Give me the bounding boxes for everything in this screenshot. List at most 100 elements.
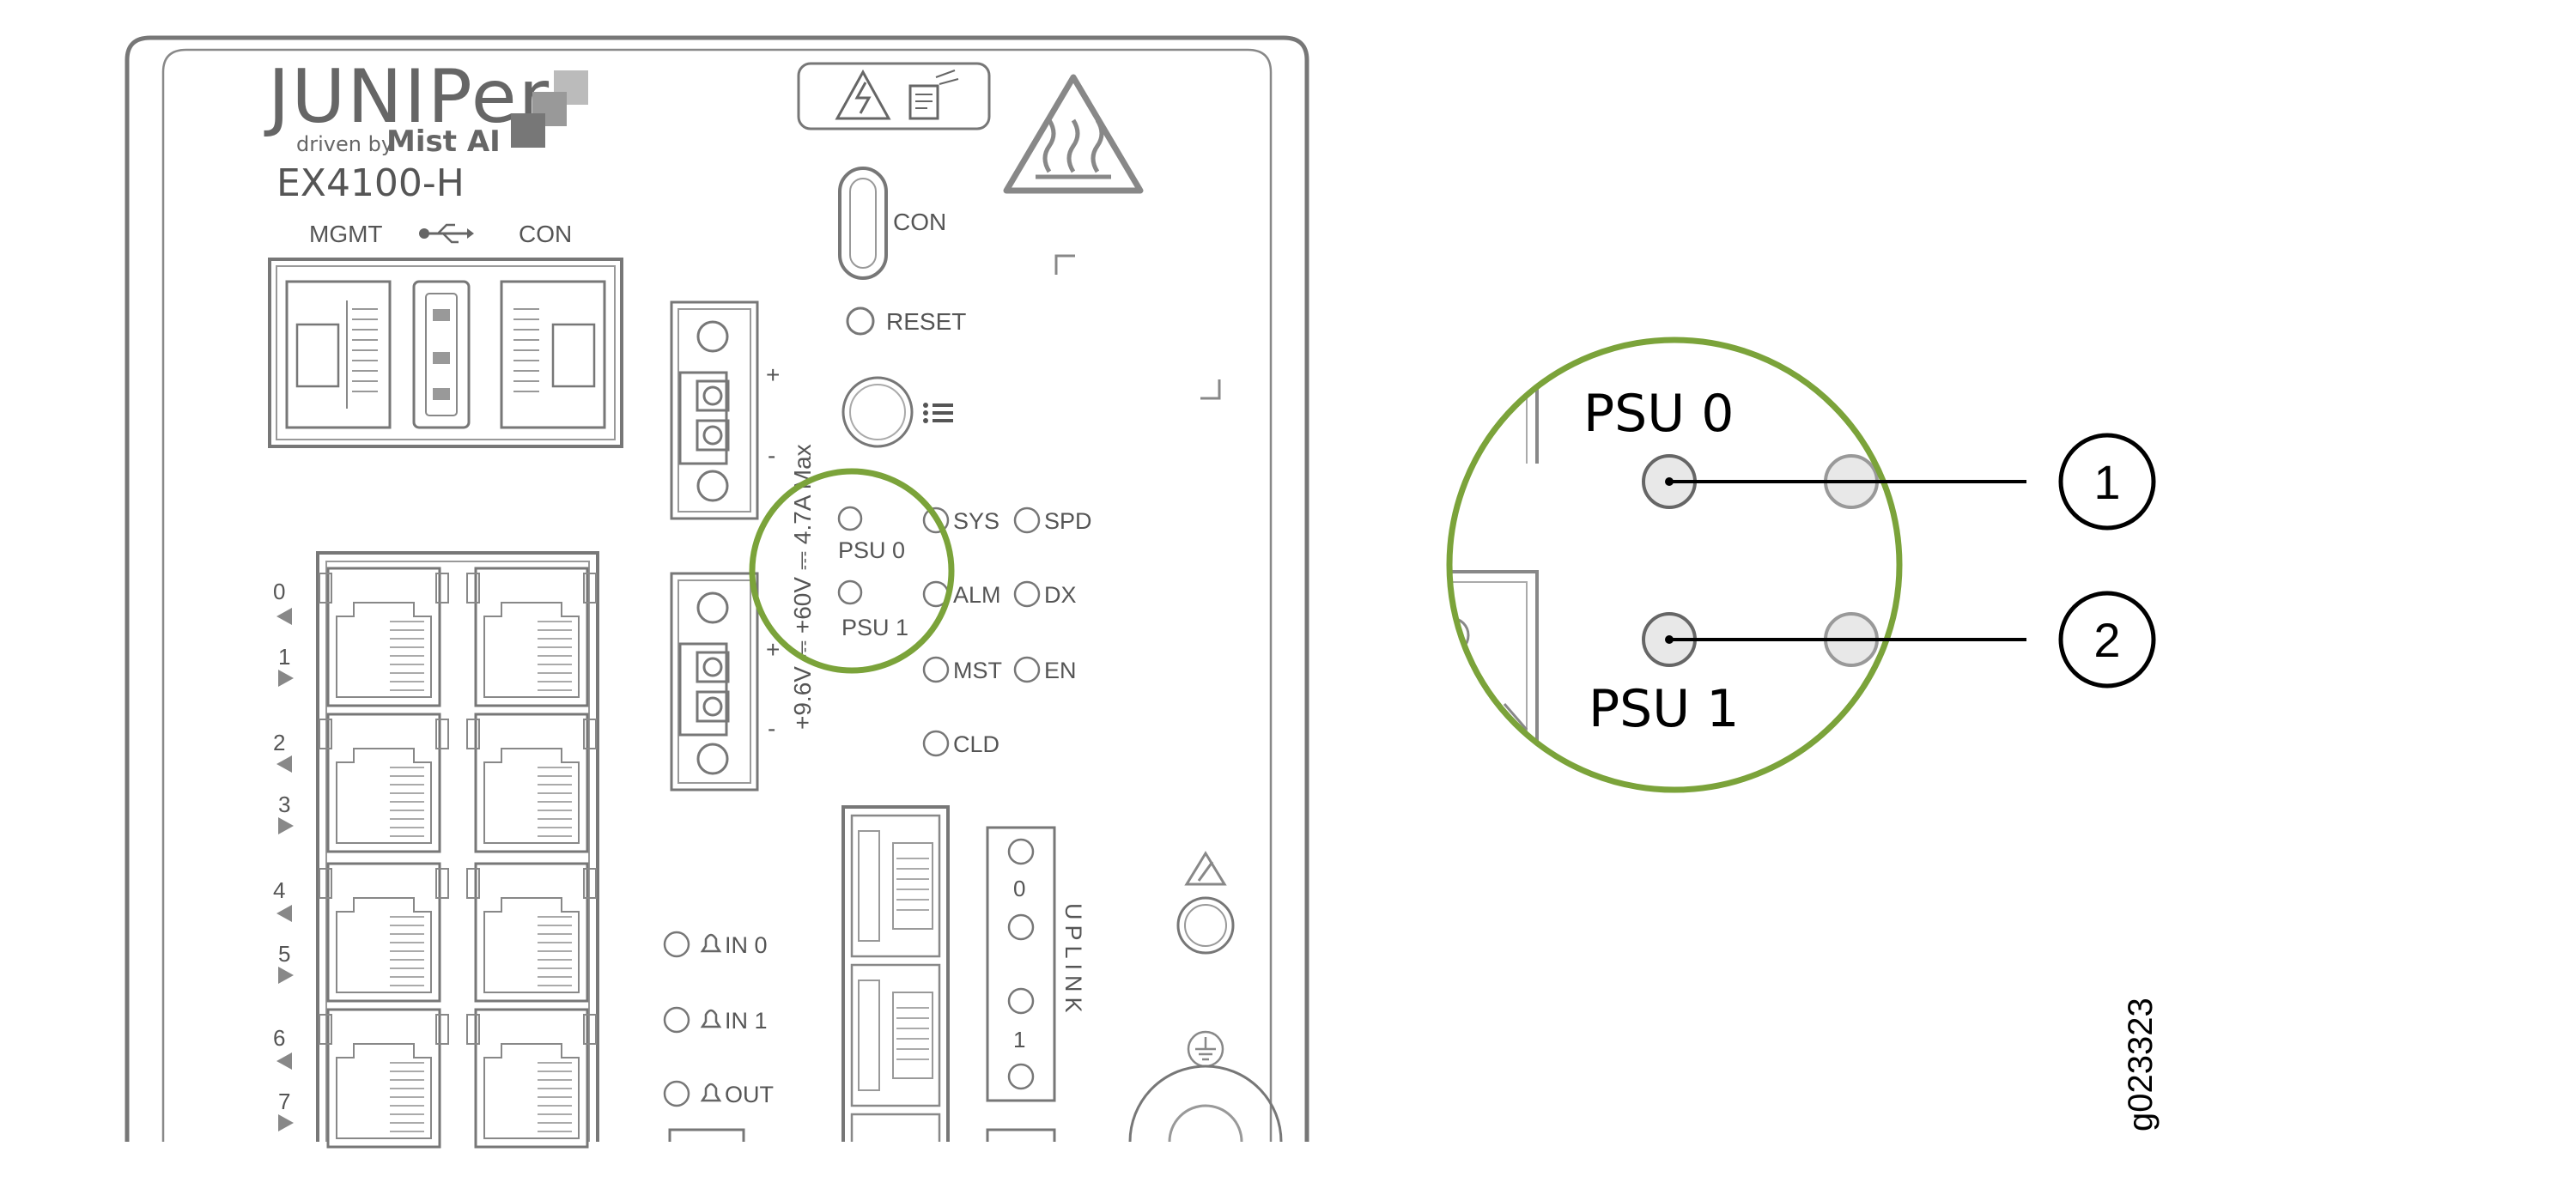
zoom-psu-0-label: PSU 0: [1583, 384, 1734, 444]
device-front-panel: JUNIPer driven by Mist AI EX4100-H MGM: [125, 35, 1309, 1149]
rj45-port[interactable]: [466, 1008, 597, 1149]
esd-jack[interactable]: [1176, 896, 1235, 955]
uplink-led: [1007, 987, 1035, 1015]
uplink-led: [1007, 1063, 1035, 1090]
arrow-left-icon: [276, 608, 292, 625]
figure-id: g023323: [2122, 998, 2160, 1131]
con-port-label: CON: [519, 221, 572, 247]
rj45-port[interactable]: [319, 862, 449, 1003]
corner-mark-top: [1054, 254, 1075, 275]
psu-1-led: [837, 579, 863, 605]
zoom-psu-1-label: PSU 1: [1589, 679, 1739, 739]
power-1-plus: +: [766, 636, 780, 663]
alarm-out-label: OUT: [725, 1082, 774, 1107]
usb-port[interactable]: [412, 280, 471, 429]
rj45-port[interactable]: [319, 567, 449, 707]
callout-number-circle-2: [2058, 591, 2156, 688]
reset-button[interactable]: [846, 306, 875, 336]
alarm-in1-label: IN 1: [725, 1008, 768, 1034]
zoom-circle: [1446, 337, 1903, 793]
spd-label: SPD: [1044, 508, 1092, 534]
mode-button[interactable]: [841, 376, 914, 448]
alm-label: ALM: [953, 582, 1001, 608]
model-name: EX4100-H: [276, 161, 465, 205]
uplink-led: [1007, 913, 1035, 941]
chassis-inner: [161, 48, 1273, 1142]
sys-label: SYS: [953, 508, 999, 534]
esd-icon: [1184, 851, 1227, 886]
dx-led: [1013, 580, 1041, 608]
rj45-port[interactable]: [466, 567, 597, 707]
access-ports-block: [316, 551, 599, 1142]
arrow-right-icon: [278, 967, 294, 984]
uplink-bottom-stub: [986, 1128, 1056, 1142]
port-number: 1: [278, 644, 290, 670]
usb-icon: [419, 223, 474, 244]
usb-c-console-port[interactable]: [838, 167, 888, 280]
power-0-minus: -: [768, 442, 775, 469]
chassis-outline: [125, 35, 1309, 1142]
uplink-number: 1: [1013, 1027, 1025, 1052]
alarm-in0-led: [663, 931, 690, 958]
bell-icon: [700, 1009, 722, 1028]
port-number-labels: 0 1 2 3 4 5 6 7: [273, 579, 294, 1131]
console-label: CON: [893, 209, 946, 235]
en-led: [1013, 656, 1041, 683]
brand-subtext: driven by: [296, 132, 393, 156]
uplink-number: 0: [1013, 876, 1025, 901]
power-connector-1: [670, 572, 759, 792]
ground-lug: [1128, 1065, 1283, 1143]
zoom-callout: PSU 0 PSU 1 1 2: [1446, 337, 2156, 793]
port-number: 0: [273, 579, 285, 604]
arrow-left-icon: [276, 1052, 292, 1070]
callout-number-circle-1: [2058, 433, 2156, 531]
bell-icon: [700, 933, 722, 953]
leader-dot: [1665, 477, 1674, 486]
rj45-port[interactable]: [466, 713, 597, 853]
psu-1-label: PSU 1: [841, 615, 908, 640]
mgmt-port[interactable]: [285, 280, 392, 429]
access-ports[interactable]: [319, 567, 597, 1149]
arrow-right-icon: [278, 817, 294, 834]
port-number: 5: [278, 941, 290, 967]
alarm-in0-label: IN 0: [725, 932, 768, 958]
rj45-port[interactable]: [319, 713, 449, 853]
mgmt-label: MGMT: [309, 221, 383, 247]
port-number: 4: [273, 877, 285, 903]
uplink-leds: 0 1: [986, 826, 1056, 1102]
power-1-minus: -: [768, 715, 775, 742]
brand-ai-text: Mist AI: [386, 124, 501, 159]
con-port[interactable]: [500, 280, 606, 429]
alarm-out-led: [663, 1080, 690, 1107]
ground-icon: [1187, 1030, 1224, 1068]
corner-mark-bottom: [1200, 379, 1221, 400]
arrow-right-icon: [278, 1114, 294, 1131]
cld-led: [922, 730, 950, 757]
en-label: EN: [1044, 658, 1077, 683]
port-number: 7: [278, 1089, 290, 1114]
power-connector-0: [670, 300, 759, 520]
mst-led: [922, 656, 950, 683]
uplink-led: [1007, 838, 1035, 865]
uplink-label: UPLINK: [1060, 903, 1086, 1018]
bell-icon: [700, 1083, 722, 1102]
power-0-plus: +: [766, 361, 780, 388]
lightning-warning-icon: [835, 69, 891, 120]
rj45-port[interactable]: [466, 862, 597, 1003]
dx-label: DX: [1044, 582, 1077, 608]
arrow-right-icon: [278, 670, 294, 687]
leader-dot: [1665, 635, 1674, 644]
reset-label: RESET: [886, 308, 966, 335]
sfp-uplink-cages[interactable]: [841, 805, 950, 1142]
rj45-port[interactable]: [319, 1008, 449, 1149]
alarm-in1-led: [663, 1006, 690, 1034]
brand-logo-squares: [511, 70, 588, 148]
port-number: 6: [273, 1025, 285, 1051]
port-number: 3: [278, 792, 290, 817]
alarm-leds: IN 0 IN 1 OUT: [663, 931, 774, 1107]
hot-surface-warning-icon: [1003, 74, 1144, 194]
mgmt-usb-con-ports: [268, 258, 623, 448]
psu-0-label: PSU 0: [838, 537, 905, 563]
psu-highlight-circle: [749, 468, 955, 674]
